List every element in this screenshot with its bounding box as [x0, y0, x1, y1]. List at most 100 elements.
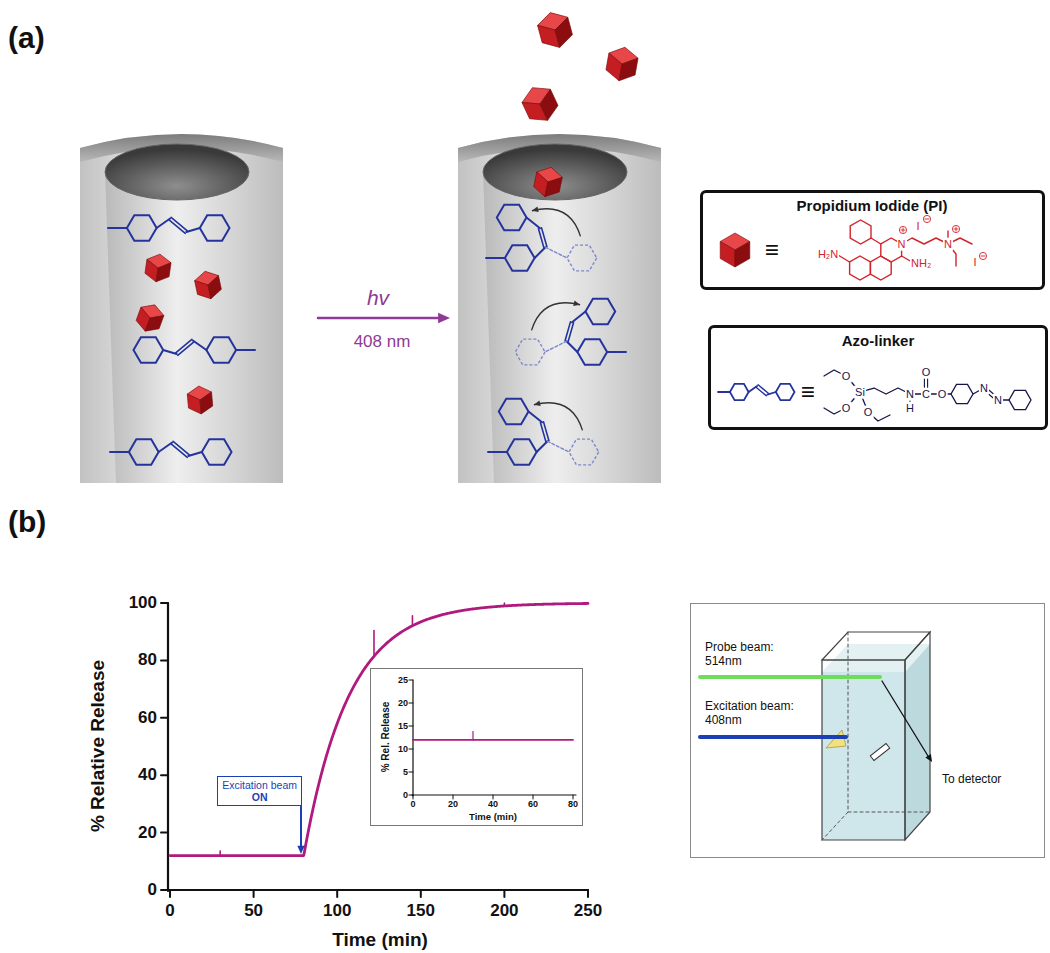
- text-holder: O: [863, 406, 874, 419]
- callout-text: Excitation beam: [222, 779, 297, 791]
- text-holder: H₂N: [817, 248, 839, 261]
- legend-title: Azo-linker: [842, 332, 915, 349]
- tick-label: 60: [138, 708, 157, 728]
- text-holder: Probe beam: 514nm: [705, 641, 781, 669]
- tick-mark: [169, 890, 171, 897]
- text-holder: (b): [8, 505, 46, 540]
- cube-face: [536, 89, 562, 120]
- cube-face: [145, 311, 164, 335]
- benzene-ring: [497, 205, 527, 231]
- tick-mark: [453, 795, 454, 799]
- tick-mark: [253, 890, 255, 897]
- charge-bar: [956, 227, 957, 231]
- tick-label: 50: [244, 901, 263, 921]
- hidden-edge: [822, 812, 848, 840]
- arrow-head: [297, 846, 304, 854]
- arrow-head: [532, 206, 539, 212]
- benzene-ring: [202, 439, 232, 465]
- release-chart: [161, 603, 588, 897]
- azo-bond: [540, 423, 545, 442]
- azo-bond: [756, 387, 766, 396]
- bond: [486, 257, 505, 259]
- tick-mark: [409, 703, 413, 704]
- tick-label: 200: [490, 901, 518, 921]
- dye-cube: [193, 269, 223, 301]
- text-holder: 0: [165, 901, 174, 921]
- azo-bond: [538, 229, 543, 248]
- text-holder: O: [921, 366, 932, 379]
- charge-bar: [981, 256, 985, 257]
- bond: [607, 351, 626, 353]
- dye-cube: [535, 9, 575, 52]
- bond: [488, 451, 507, 453]
- text-holder: N: [979, 382, 989, 395]
- text-holder: % Rel. Release: [380, 702, 392, 773]
- detector-path: [882, 681, 928, 756]
- benzene-ring: [507, 439, 537, 465]
- text-holder: 0: [148, 880, 157, 900]
- text-holder: 80: [568, 799, 578, 809]
- pore-channel: [105, 172, 249, 483]
- atom-label: N: [897, 238, 907, 251]
- tick-label: 100: [323, 901, 351, 921]
- tick-mark: [161, 774, 168, 776]
- bond: [188, 452, 202, 456]
- tick-label: 40: [488, 799, 498, 809]
- inset-ground: [370, 668, 580, 826]
- cuvette-top: [822, 632, 930, 660]
- legend-box: Propidium Iodide (PI)≡NINIH₂NNH₂: [700, 190, 1045, 290]
- atom-label: N: [905, 388, 915, 401]
- text-holder: (a): [8, 21, 45, 56]
- azo-linker-symbol: [718, 384, 795, 400]
- sample-slide: [870, 743, 889, 760]
- text-holder: NH₂: [910, 257, 932, 270]
- charge-ring: [952, 225, 959, 232]
- atom-label: NH₂: [910, 257, 932, 270]
- beam-label: Probe beam: 514nm: [705, 641, 781, 669]
- text-holder: 150: [407, 901, 435, 921]
- particle-body: [80, 134, 283, 483]
- bond: [567, 341, 578, 352]
- bond: [157, 219, 171, 228]
- benzene-ring: [127, 215, 157, 241]
- text-holder: O: [841, 402, 852, 415]
- tick-label: 100: [129, 593, 157, 613]
- bond: [838, 255, 850, 262]
- tick-label: 0: [165, 901, 174, 921]
- callout-arrow: [297, 806, 304, 854]
- pore-channel: [483, 172, 627, 483]
- bond: [529, 412, 543, 423]
- charge-bar: [903, 228, 904, 232]
- negative-charge: [979, 252, 986, 259]
- detector-label: To detector: [942, 773, 1001, 787]
- baseline-curve: [413, 739, 573, 741]
- tick-label: 5: [403, 767, 408, 777]
- tick-label: 80: [138, 651, 157, 671]
- arrow-head: [925, 754, 932, 762]
- legend-title: Propidium Iodide (PI): [797, 197, 948, 214]
- azo-bond: [565, 322, 570, 341]
- release-curve: [170, 603, 588, 855]
- text-holder: 250: [574, 901, 602, 921]
- charge-ring: [899, 226, 906, 233]
- tick-mark: [503, 890, 505, 897]
- atom-label: O: [921, 366, 932, 379]
- callout-box: Excitation beamON: [217, 776, 302, 806]
- atom-label: H: [905, 402, 915, 415]
- x-axis: [167, 889, 588, 891]
- equivalence-sign: ≡: [801, 378, 815, 406]
- cuvette-front: [822, 660, 905, 840]
- tick-mark: [573, 795, 574, 799]
- charge-bar: [925, 219, 929, 220]
- tick-label: 60: [528, 799, 538, 809]
- azo-bond: [171, 217, 187, 231]
- charge-ring: [979, 252, 986, 259]
- azo-trans: [134, 337, 256, 363]
- bond: [572, 312, 586, 323]
- tick-label: 250: [574, 901, 602, 921]
- atom-label: O: [863, 406, 874, 419]
- text-holder: 0: [410, 799, 415, 809]
- text-holder: 200: [490, 901, 518, 921]
- text-holder: ≡: [801, 378, 815, 406]
